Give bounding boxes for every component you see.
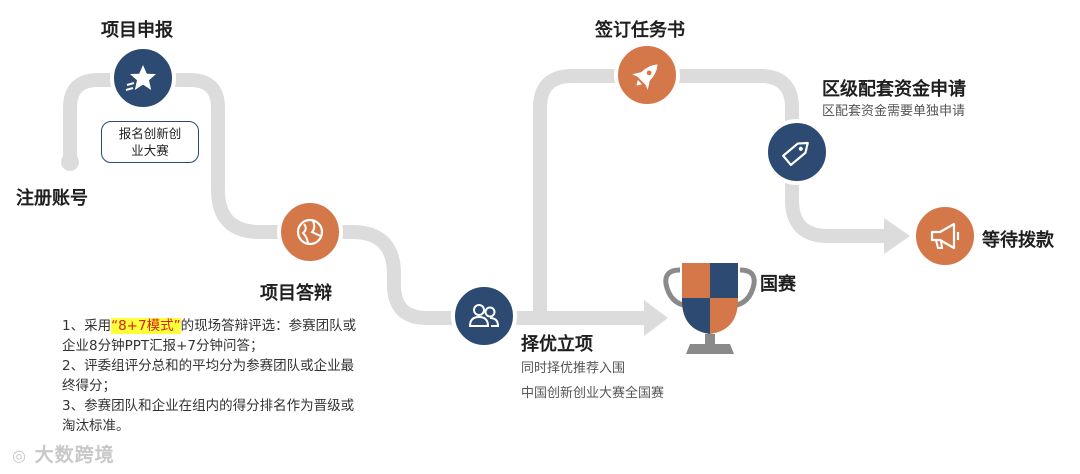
people-icon [468,304,500,327]
label-contract: 签订任务书 [595,20,685,41]
select-sub-1: 同时择优推荐入围 [521,361,626,376]
note-line-3: 2、评委组评分总和的平均分为参赛团队或企业最 [62,358,355,374]
label-national: 国赛 [760,274,796,295]
watermark: ◎ 大数跨境 [12,440,115,467]
defense-notes: 1、采用“8+7模式”的现场答辩评选：参赛团队或 企业8分钟PPT汇报+7分钟问… [62,316,356,436]
apply-note-bubble: 报名创新创业大赛 [101,121,199,163]
node-defense [277,199,343,265]
node-wait [912,203,978,269]
flow-track-branch [533,69,897,325]
tag-icon [782,141,809,167]
star-icon [125,65,156,91]
apply-note-text: 报名创新创业大赛 [118,126,182,158]
arrow-head-national [644,300,668,336]
rocket-icon [632,64,658,90]
start-dot [61,153,79,171]
node-contract [614,42,680,108]
node-district [764,119,830,185]
watermark-text: 大数跨境 [34,444,115,466]
note-line-2: 企业8分钟PPT汇报+7分钟问答； [62,338,264,354]
label-wait: 等待拨款 [982,230,1054,251]
label-district: 区级配套资金申请 [822,79,966,100]
watermark-logo-icon: ◎ [12,446,27,465]
note-line-5: 3、参赛团队和企业在组内的得分排名作为晋级或 [62,398,355,414]
note-line-1: 1、采用“8+7模式”的现场答辩评选：参赛团队或 [62,318,357,334]
trophy-icon [663,263,757,354]
flow-track [63,73,657,325]
select-sub-2: 中国创新创业大赛全国赛 [521,386,665,401]
globe-icon [296,218,324,246]
note-line-6: 淘汰标准。 [62,418,130,434]
label-select: 择优立项 [521,334,593,355]
arrow-head-final [884,218,910,254]
node-apply [110,45,176,111]
district-sub: 区配套资金需要单独申请 [822,104,966,119]
note-line-4: 终得分； [62,378,116,394]
label-register: 注册账号 [16,188,88,209]
note-highlight: “8+7模式” [111,318,181,334]
label-apply: 项目申报 [101,20,173,41]
label-defense: 项目答辩 [260,283,332,304]
megaphone-icon [930,222,960,250]
node-select [451,283,517,349]
